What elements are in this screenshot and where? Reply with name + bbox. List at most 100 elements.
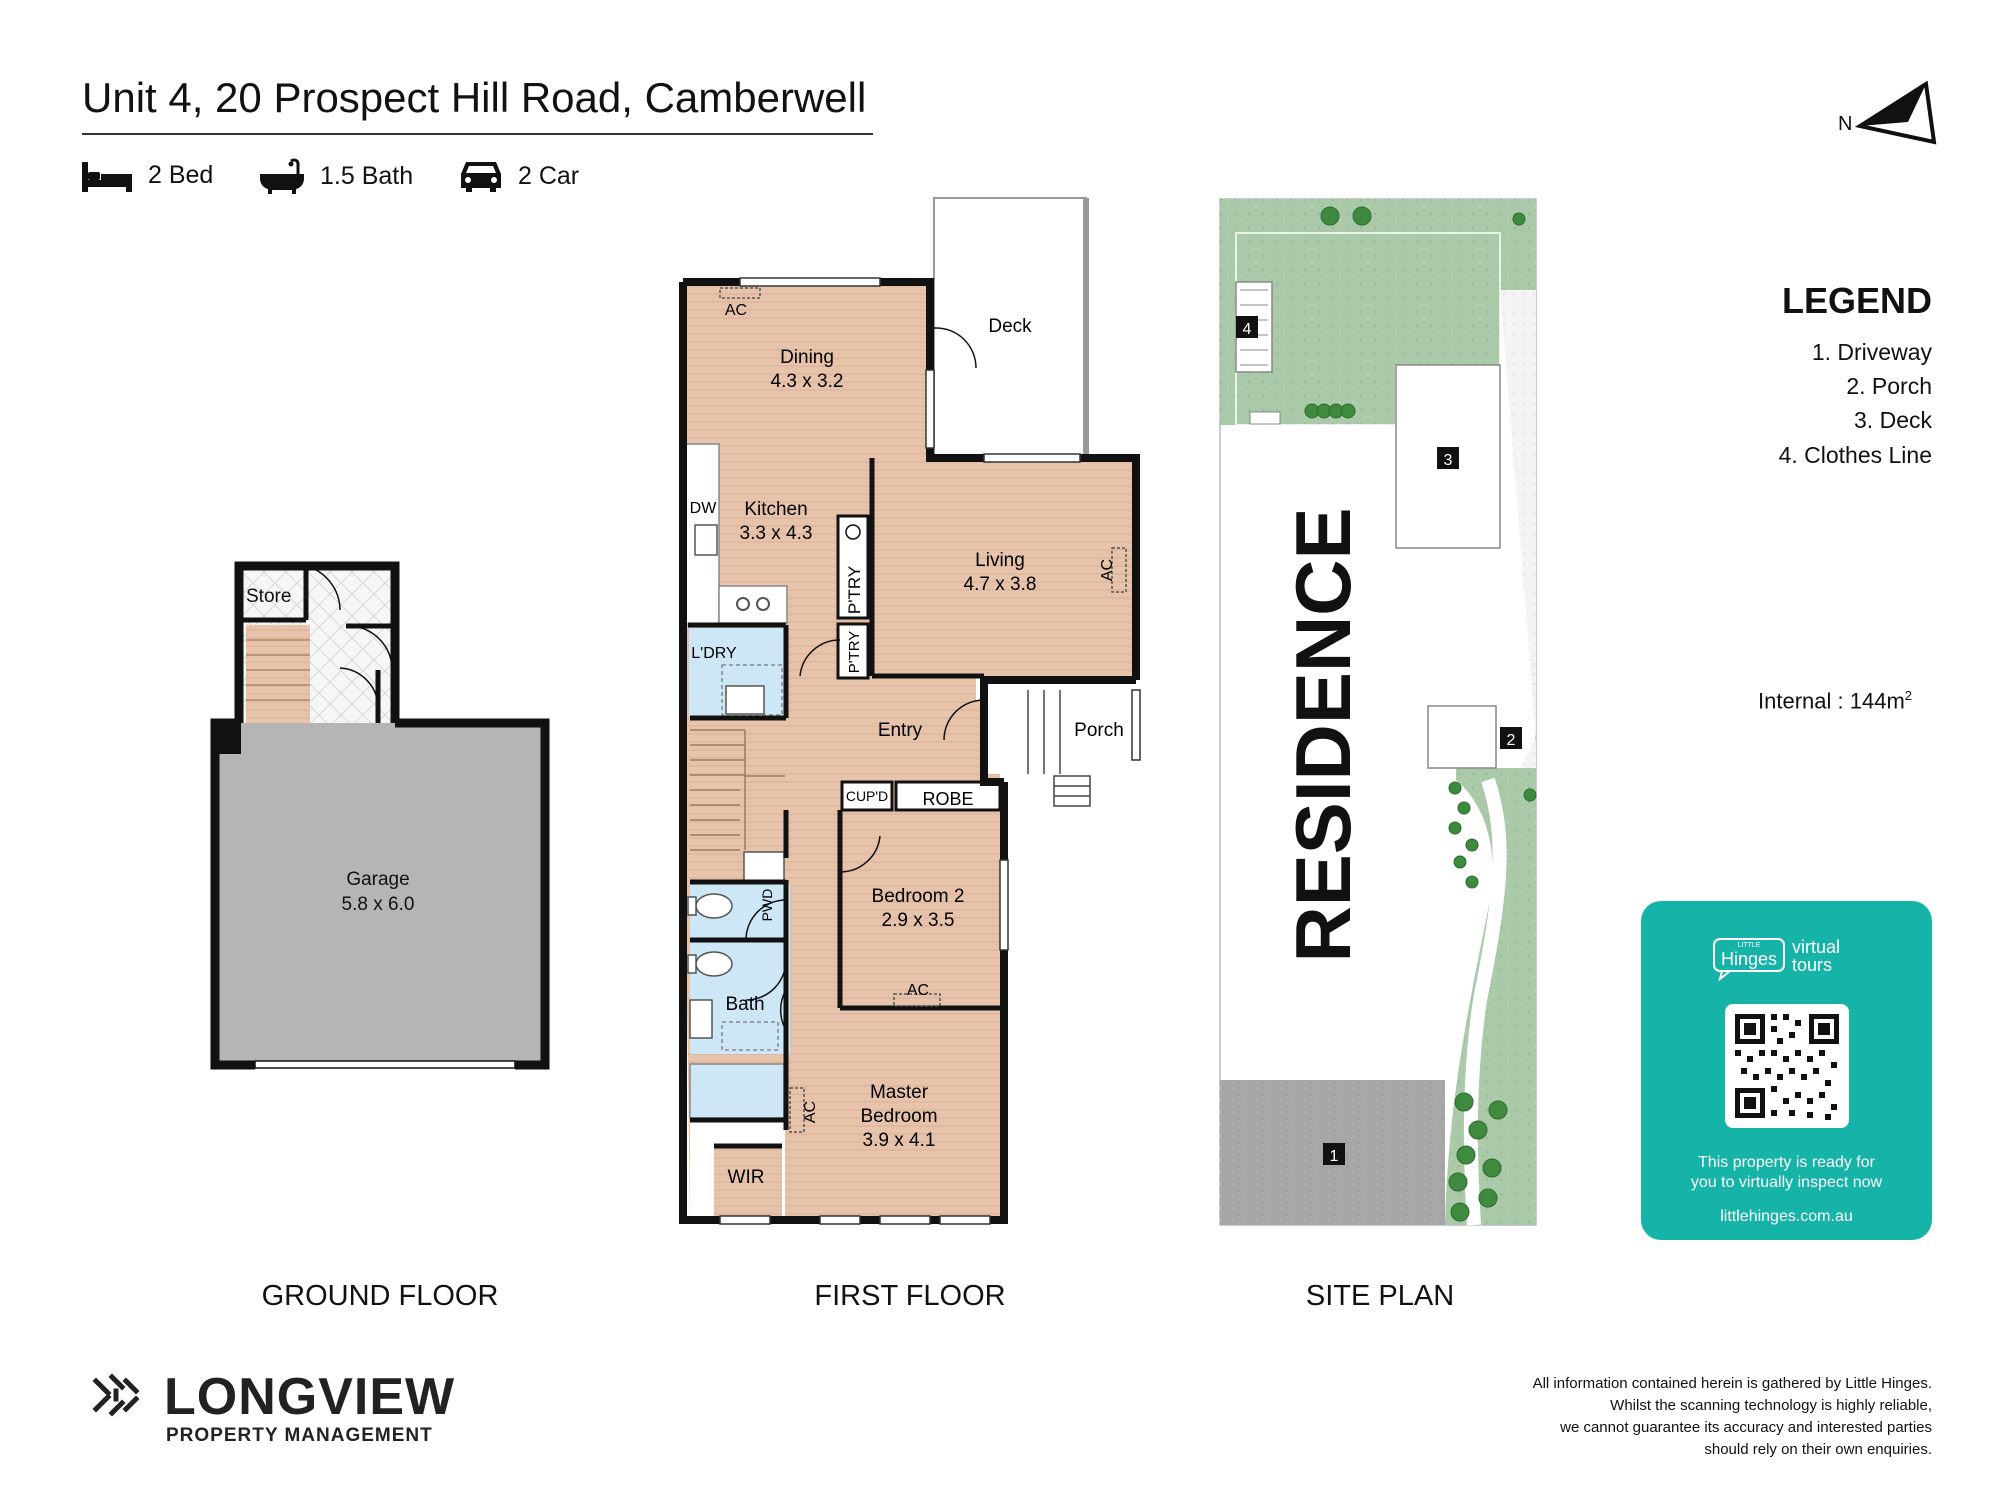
car-icon [461, 162, 501, 192]
room-dim-master: 3.9 x 4.1 [863, 1130, 936, 1151]
legend-item: 1. Driveway [1811, 339, 1932, 365]
marker-2: 2 [1507, 732, 1516, 749]
message-line-1: This property is ready for [1698, 1154, 1875, 1171]
room-label-dining: Dining [780, 347, 834, 368]
room-dim-living: 4.7 x 3.8 [964, 574, 1037, 595]
brand-name: Hinges [1720, 949, 1776, 969]
bath-toilet [695, 951, 733, 977]
marker-1: 1 [1330, 1148, 1339, 1165]
shrubs [1304, 206, 1537, 1222]
car-spec: 2 Car [458, 158, 579, 194]
garage-door [254, 1060, 516, 1069]
room-label-laundry: L'DRY [691, 645, 737, 662]
pantry-label-1: P'TRY [845, 566, 864, 614]
ac-label-bedroom2: AC [907, 982, 929, 999]
pwd-toilet [695, 893, 733, 919]
room-label-porch: Porch [1074, 720, 1124, 741]
ground-stairs-area [246, 625, 310, 723]
rear-lawn [1220, 199, 1536, 425]
internal-value: : 144m [1837, 688, 1905, 714]
room-label-store: Store [246, 586, 291, 607]
internal-label: Internal [1758, 688, 1832, 714]
robe [894, 780, 1002, 812]
legend-title: LEGEND [1781, 280, 1932, 321]
disclaimer-line: Whilst the scanning technology is highly… [1610, 1397, 1932, 1414]
room-label-deck: Deck [988, 316, 1032, 337]
north-arrow-fill [1860, 84, 1926, 126]
car-count: 2 Car [518, 161, 580, 190]
legend-item: 4. Clothes Line [1778, 442, 1932, 468]
room-label-bath: Bath [725, 994, 764, 1015]
room-label-master-line2: Bedroom [860, 1106, 937, 1127]
pantry-2 [836, 622, 870, 680]
site-plan: RESIDENCE 4 3 2 1 [1219, 198, 1537, 1226]
longview-name: LONGVIEW [164, 1368, 456, 1426]
virtual-tour-message: This property is ready for you to virtua… [1641, 1153, 1932, 1193]
bath-count: 1.5 Bath [320, 161, 414, 190]
disclaimer-line: All information contained herein is gath… [1532, 1375, 1932, 1392]
title-divider [82, 133, 873, 135]
message-line-2: you to virtually inspect now [1690, 1174, 1883, 1191]
longview-mark-icon [92, 1373, 140, 1417]
internal-unit-sup: 2 [1904, 688, 1913, 703]
robe-label: ROBE [922, 789, 973, 809]
little-hinges-brand: LITTLE Hinges virtual tours [1641, 931, 1932, 987]
disclaimer-line: we cannot guarantee its accuracy and int… [1560, 1419, 1932, 1436]
bath-spec: 1.5 Bath [258, 158, 413, 194]
porch-floor [983, 686, 1133, 774]
ac-label-master: AC [802, 1101, 819, 1123]
disclaimer: All information contained herein is gath… [1533, 1373, 1932, 1461]
ground-stairs [246, 639, 310, 701]
marker-3: 3 [1444, 452, 1453, 469]
internal-area: Internal : 144m2 [1758, 688, 1912, 714]
room-dim-dining: 4.3 x 3.2 [771, 371, 844, 392]
cupboard [840, 780, 894, 812]
room-dim-bedroom2: 2.9 x 3.5 [882, 910, 955, 931]
disclaimer-line: should rely on their own enquiries. [1704, 1441, 1932, 1458]
room-label-garage: Garage [346, 869, 409, 890]
site-markers: 4 3 2 1 [1236, 316, 1522, 1165]
room-label-kitchen: Kitchen [744, 499, 807, 520]
ground-floor-label: GROUND FLOOR [261, 1280, 499, 1312]
longview-subtitle: PROPERTY MANAGEMENT [166, 1425, 433, 1446]
pantry-1 [836, 514, 870, 620]
windows [719, 277, 1141, 1225]
room-label-living: Living [975, 550, 1025, 571]
legend-item: 2. Porch [1846, 373, 1932, 399]
brand-tours: tours [1792, 955, 1832, 975]
room-dim-kitchen: 3.3 x 4.3 [740, 523, 813, 544]
qr-code[interactable] [1725, 1004, 1849, 1128]
virtual-tour-link[interactable]: littlehinges.com.au [1720, 1208, 1853, 1225]
room-label-master-line1: Master [870, 1082, 929, 1103]
bed-spec: 2 Bed [82, 158, 213, 192]
room-label-entry: Entry [878, 720, 923, 741]
floor-wood-top [683, 282, 1132, 782]
north-label: N [1838, 113, 1852, 135]
cooktop-bench [718, 585, 788, 624]
first-floor-plan: AC Dining 4.3 x 3.2 Deck DW Kitchen 3.3 … [679, 197, 1141, 1225]
little-hinges-logo: LITTLE Hinges virtual tours [1712, 937, 1840, 982]
marker-4: 4 [1243, 321, 1252, 338]
pwd-label: PWD [759, 889, 775, 922]
cupboard-label: CUP'D [846, 788, 888, 804]
qr-code-graphic [1735, 1014, 1839, 1120]
first-floor-stairs [690, 729, 785, 851]
site-plan-label: SITE PLAN [1305, 1280, 1455, 1312]
room-dim-garage: 5.8 x 6.0 [342, 894, 415, 915]
room-label-bedroom2: Bedroom 2 [872, 886, 965, 907]
room-label-wir: WIR [728, 1167, 765, 1188]
bath-vanity [689, 999, 713, 1039]
shower [689, 1063, 785, 1119]
legend-item: 3. Deck [1854, 407, 1932, 433]
bed-count: 2 Bed [148, 160, 214, 189]
bed-icon [82, 162, 132, 192]
garage-floor [215, 723, 545, 1065]
virtual-tour-card[interactable]: LITTLE Hinges virtual tours [1641, 901, 1932, 1240]
ground-floor-plan: Store Garage 5.8 x 6.0 [210, 561, 550, 1070]
ac-label-dining: AC [725, 302, 747, 319]
bathtub-icon [260, 158, 304, 194]
pwd-basin [743, 851, 785, 883]
north-arrow: N [1830, 80, 1940, 155]
brand-small: LITTLE [1737, 942, 1760, 949]
